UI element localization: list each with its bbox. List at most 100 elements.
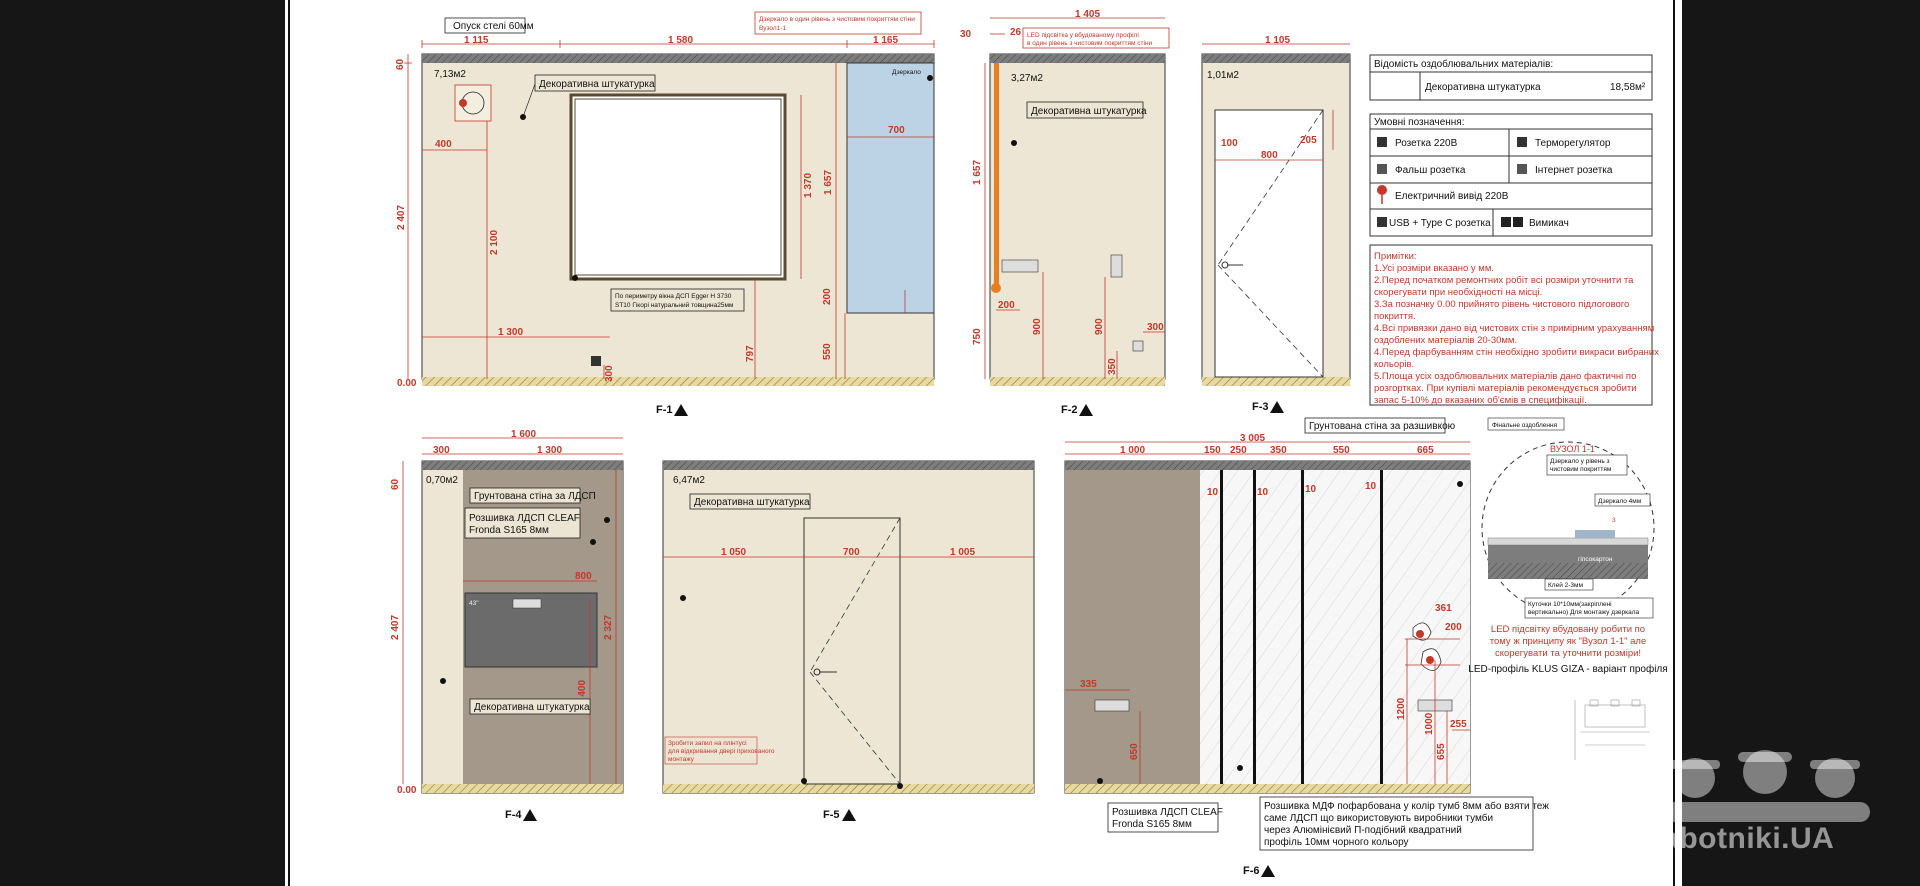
svg-text:2 327: 2 327: [603, 615, 614, 640]
led-strip: [994, 63, 999, 288]
tag-f4: F-4: [505, 809, 522, 821]
svg-text:гіпсокартон: гіпсокартон: [1578, 555, 1613, 563]
svg-text:650: 650: [1129, 743, 1140, 760]
svg-text:26: 26: [1010, 27, 1022, 38]
svg-text:ВУЗОЛ 1-1: ВУЗОЛ 1-1: [1550, 444, 1595, 454]
internet-socket-icon: [1517, 164, 1527, 174]
socket-block-icon: [512, 598, 542, 609]
svg-text:30: 30: [960, 29, 972, 40]
svg-text:Декоративна штукатурка: Декоративна штукатурка: [1425, 82, 1541, 93]
workers-helmets-icon: [1660, 750, 1870, 822]
svg-text:900: 900: [1032, 318, 1043, 335]
svg-text:для відкривання двері прихован: для відкривання двері прихованого: [668, 747, 775, 755]
svg-text:361: 361: [1435, 603, 1452, 614]
svg-text:255: 255: [1450, 719, 1467, 730]
svg-text:3 005: 3 005: [1240, 433, 1265, 444]
svg-text:Електричний вивід 220В: Електричний вивід 220В: [1395, 191, 1509, 202]
svg-text:0,70м2: 0,70м2: [426, 475, 458, 486]
drawing-sheet: 1 115 1 580 1 165 60 400 2 407 2 100 1 3…: [285, 0, 1682, 886]
svg-text:1 657: 1 657: [972, 160, 983, 185]
svg-text:800: 800: [575, 571, 592, 582]
svg-text:1.Усі розміри вказано у мм.: 1.Усі розміри вказано у мм.: [1374, 263, 1494, 274]
tag-f3: F-3: [1252, 401, 1269, 413]
svg-text:750: 750: [972, 328, 983, 345]
socket-block-icon: [1094, 699, 1130, 712]
materials-table: Відомість оздоблювальних матеріалів: Дек…: [1369, 54, 1653, 101]
switch-icon: [1501, 217, 1511, 227]
svg-text:вертикально) Для монтажу дзерк: вертикально) Для монтажу дзеркала: [1528, 609, 1640, 616]
ldsp-panel: [1065, 470, 1200, 784]
svg-text:800: 800: [1261, 150, 1278, 161]
svg-text:Fronda S165 8мм: Fronda S165 8мм: [1112, 819, 1192, 830]
socket-icon: [1132, 340, 1144, 352]
svg-text:ST10 Гікорі натуральний товщин: ST10 Гікорі натуральний товщина25мм: [615, 301, 734, 309]
thermostat-icon: [1110, 254, 1123, 278]
svg-text:3: 3: [1612, 517, 1616, 524]
mirror-section: [1575, 530, 1615, 538]
svg-text:профіль 10мм чорного кольору: профіль 10мм чорного кольору: [1264, 836, 1409, 848]
legend-table: Умовні позначення: Розетка 220В Терморег…: [1369, 113, 1653, 237]
svg-text:розгортках. При купівлі матері: розгортках. При купівлі матеріалів реком…: [1374, 383, 1637, 394]
svg-text:Вузол1-1: Вузол1-1: [759, 25, 786, 32]
floor-hatch: [422, 377, 934, 386]
svg-text:Грунтована стіна за разшивкою: Грунтована стіна за разшивкою: [1309, 421, 1456, 432]
svg-text:43": 43": [469, 600, 479, 607]
svg-text:700: 700: [843, 547, 860, 558]
socket-icon: [591, 356, 601, 366]
ceiling-hatch: [422, 54, 934, 63]
svg-text:Терморегулятор: Терморегулятор: [1535, 138, 1611, 149]
svg-text:1,01м2: 1,01м2: [1207, 70, 1239, 81]
svg-text:Fronda S165 8мм: Fronda S165 8мм: [469, 525, 549, 536]
socket-220v-icon: [1377, 137, 1387, 147]
svg-text:2.Перед початком ремонтних роб: 2.Перед початком ремонтних робіт всі роз…: [1374, 275, 1634, 286]
svg-text:Дзеркало 4мм: Дзеркало 4мм: [1598, 498, 1642, 505]
svg-text:Куточки 10*10мм(закріплені: Куточки 10*10мм(закріплені: [1528, 600, 1612, 608]
svg-text:1 300: 1 300: [537, 445, 562, 456]
svg-text:250: 250: [1230, 445, 1247, 456]
svg-text:300: 300: [604, 365, 615, 382]
svg-text:10: 10: [1305, 484, 1317, 495]
socket-block-icon: [1001, 259, 1039, 273]
thermostat-icon: [1517, 137, 1527, 147]
svg-text:Фальш розетка: Фальш розетка: [1395, 165, 1466, 176]
svg-text:797: 797: [745, 345, 756, 362]
svg-text:скорегувати при необхідності н: скорегувати при необхідності на місці.: [1374, 287, 1542, 298]
svg-text:1 050: 1 050: [721, 547, 746, 558]
svg-text:Декоративна штукатурка: Декоративна штукатурка: [474, 702, 590, 713]
svg-text:200: 200: [822, 288, 833, 305]
svg-text:1 405: 1 405: [1075, 9, 1100, 20]
svg-text:Клей 2-3мм: Клей 2-3мм: [1548, 581, 1583, 589]
svg-text:900: 900: [1094, 318, 1105, 335]
svg-text:18,58м²: 18,58м²: [1610, 82, 1646, 93]
svg-text:в один рівень з чистовим покри: в один рівень з чистовим покриттям стіни: [1027, 39, 1153, 47]
elevation-f3: 1 105 100 800 205 1,01м2 F-3: [1201, 35, 1351, 413]
svg-text:350: 350: [1270, 445, 1287, 456]
elevation-drawings: 1 115 1 580 1 165 60 400 2 407 2 100 1 3…: [288, 0, 1675, 886]
dummy-socket-icon: [1377, 164, 1387, 174]
svg-text:200: 200: [998, 300, 1015, 311]
electric-outlet-icon: [1377, 185, 1387, 195]
svg-text:1000: 1000: [1424, 712, 1435, 735]
tag-f6: F-6: [1243, 865, 1260, 877]
svg-text:10: 10: [1207, 487, 1219, 498]
window-opening: [569, 93, 787, 281]
svg-text:1 300: 1 300: [498, 327, 523, 338]
svg-text:6,47м2: 6,47м2: [673, 475, 705, 486]
svg-text:0.00: 0.00: [397, 378, 417, 389]
svg-text:Інтернет розетка: Інтернет розетка: [1535, 165, 1613, 176]
svg-text:350: 350: [1107, 358, 1118, 375]
svg-text:550: 550: [1333, 445, 1350, 456]
svg-text:Опуск стелі 60мм: Опуск стелі 60мм: [453, 21, 534, 32]
svg-text:запас 5-10% до вказаних об'ємі: запас 5-10% до вказаних об'ємів в специф…: [1374, 395, 1587, 406]
svg-text:монтажу: монтажу: [668, 756, 695, 763]
svg-text:400: 400: [435, 139, 452, 150]
led-profile-section: [1574, 699, 1650, 760]
tag-f2: F-2: [1061, 404, 1078, 416]
svg-text:скорегувати та уточнити розмір: скорегувати та уточнити розміри!: [1495, 648, 1641, 659]
svg-text:10: 10: [1257, 487, 1269, 498]
svg-text:200: 200: [1445, 622, 1462, 633]
elevation-f4: 1 600 300 1 300 60 2 407 800 2 327 1 400…: [390, 429, 624, 821]
usb-socket-icon: [1377, 217, 1387, 227]
svg-text:Розшивка ЛДСП CLEAF: Розшивка ЛДСП CLEAF: [469, 513, 580, 524]
tag-f5: F-5: [823, 809, 840, 821]
